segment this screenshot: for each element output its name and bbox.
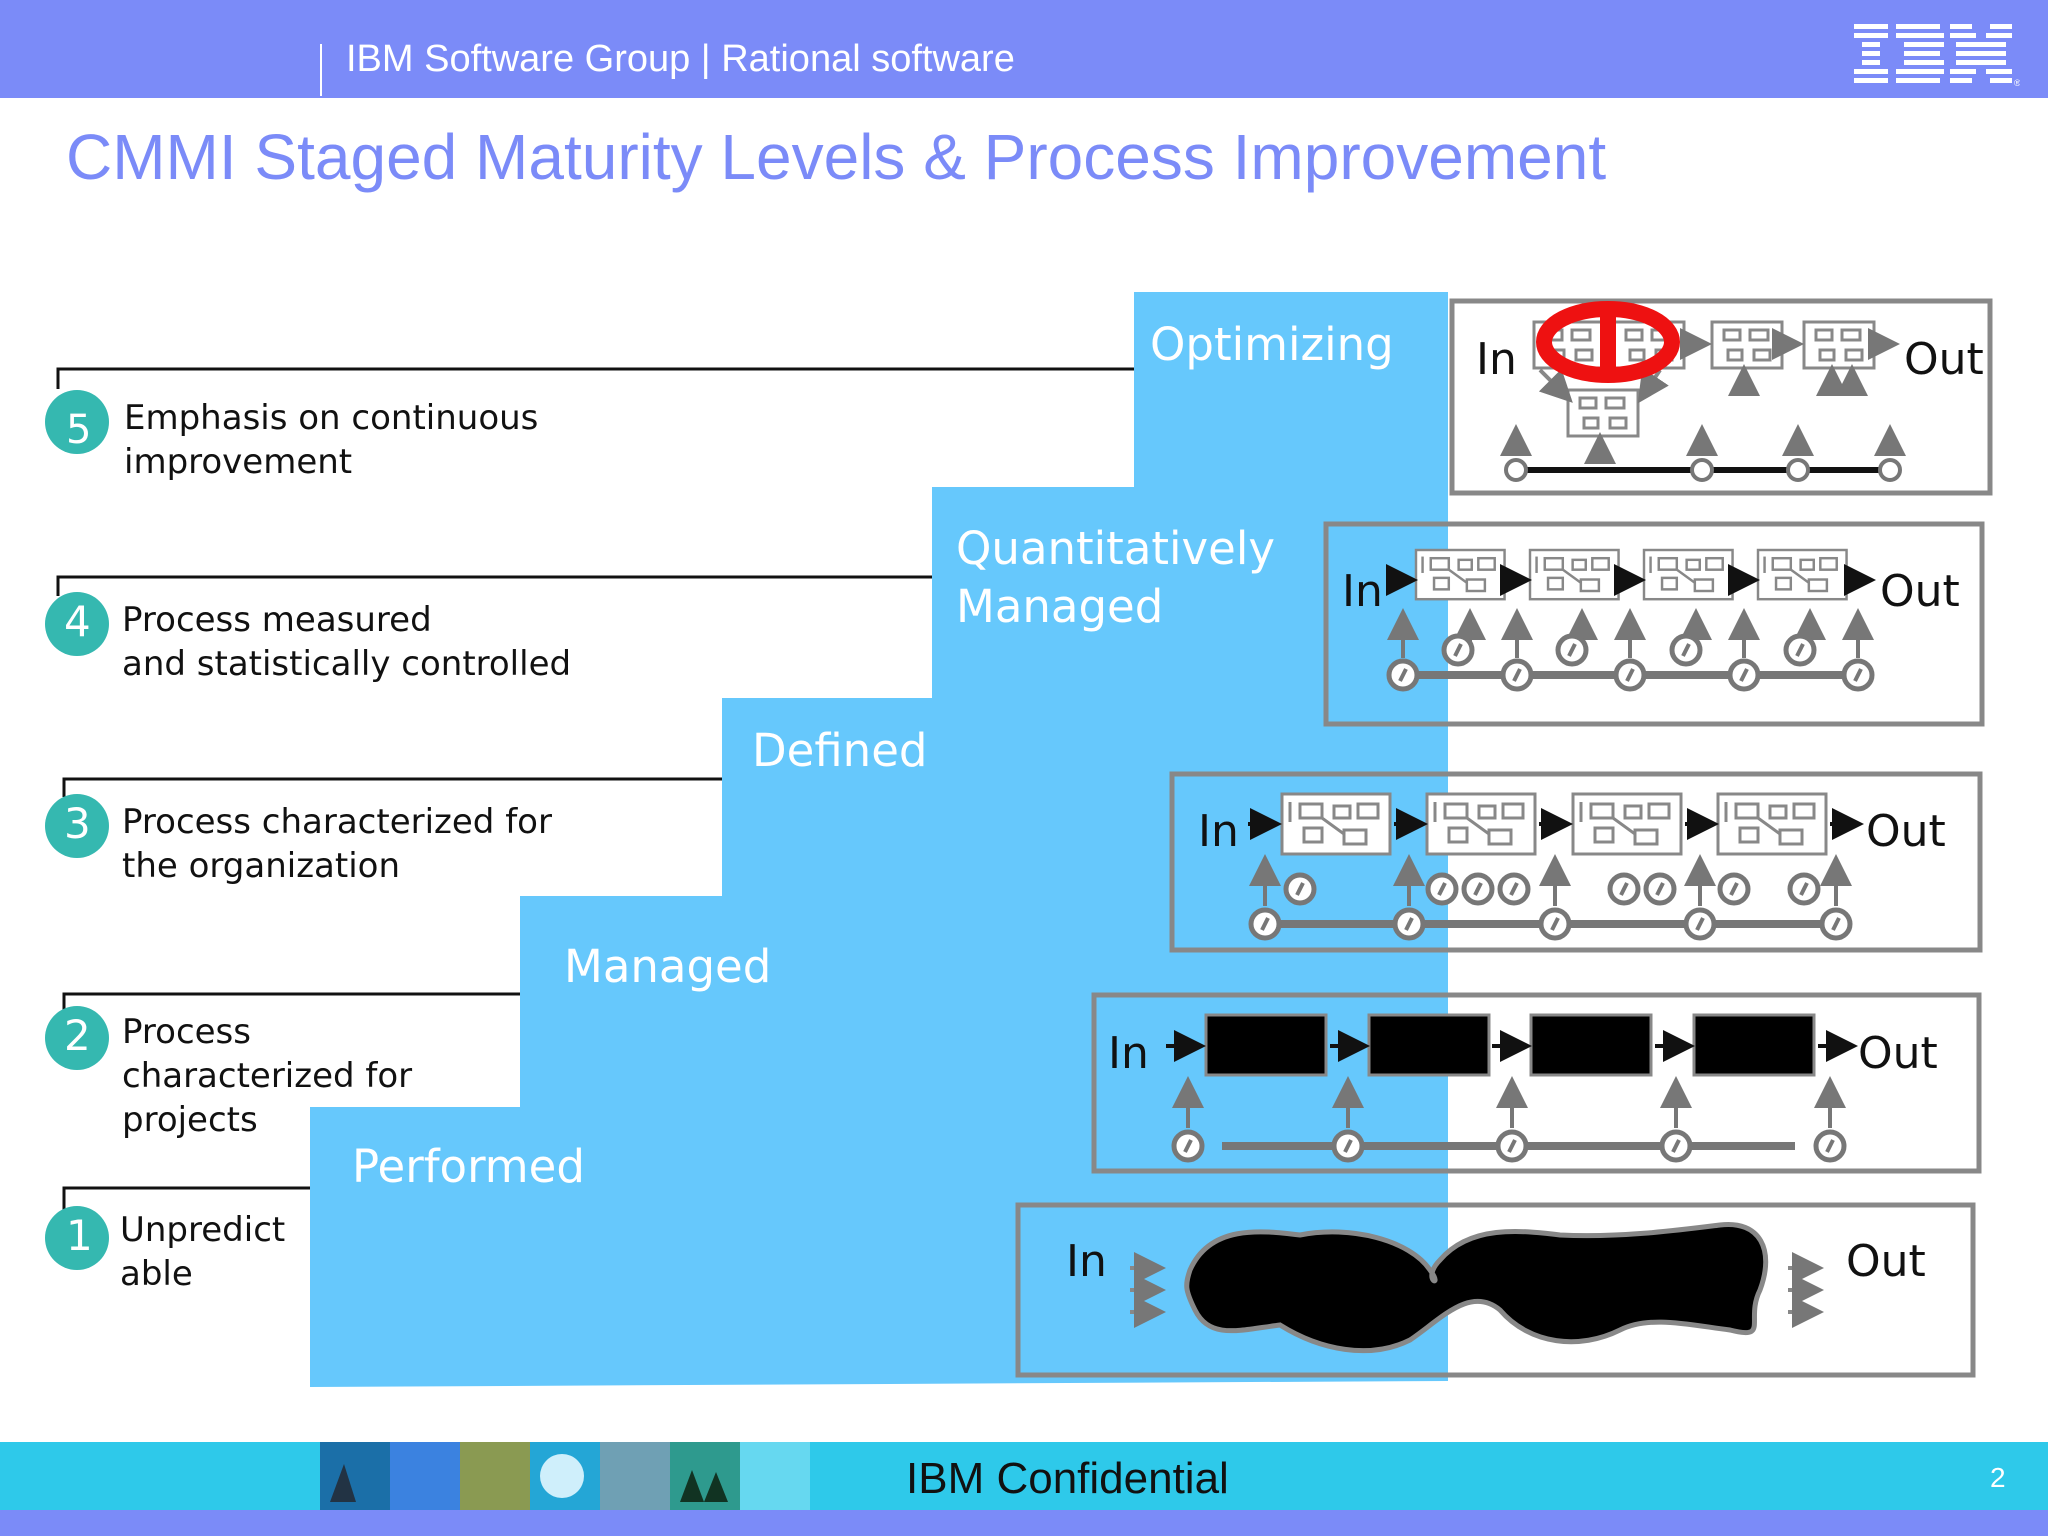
level-2-in-label: In xyxy=(1108,1028,1149,1079)
level-1-out-label: Out xyxy=(1846,1236,1926,1287)
level-4-number: 4 xyxy=(64,597,91,646)
level-2-line xyxy=(62,992,520,1011)
level-5-number: 5 xyxy=(66,407,92,453)
level-2-description: Process characterized for projects xyxy=(122,1010,412,1142)
header-divider xyxy=(320,44,322,96)
stair-managed: Managed xyxy=(564,940,772,993)
level-2-line1: Process xyxy=(122,1012,251,1052)
ibm-logo: ® xyxy=(1854,24,2020,88)
level-1-process-box xyxy=(1015,1202,1976,1378)
level-4-line xyxy=(56,575,932,596)
level-2-out-label: Out xyxy=(1858,1028,1938,1079)
level-1-badge xyxy=(45,1206,109,1270)
svg-text:®: ® xyxy=(2014,78,2020,88)
level-1-number: 1 xyxy=(66,1211,93,1260)
stair-optimizing: Optimizing xyxy=(1150,318,1394,371)
level-5-line2: improvement xyxy=(124,442,353,482)
level-4-in-label: In xyxy=(1342,566,1383,617)
level-3-line xyxy=(62,777,722,797)
stair-performed: Performed xyxy=(352,1140,585,1193)
level-3-number: 3 xyxy=(64,799,91,848)
level-5-description: Emphasis on continuous improvement xyxy=(124,396,538,484)
level-3-process-box xyxy=(1169,771,1983,953)
level-5-badge xyxy=(45,390,109,454)
level-4-process-box xyxy=(1323,521,1985,727)
page-title: CMMI Staged Maturity Levels & Process Im… xyxy=(66,121,1607,193)
footer-confidential: IBM Confidential xyxy=(906,1454,1229,1503)
level-5-in-label: In xyxy=(1476,334,1517,385)
level-5-process-box xyxy=(1449,298,1993,496)
header-bar xyxy=(0,0,2048,98)
level-2-process-box xyxy=(1091,992,1982,1174)
level-4-line1: Process measured xyxy=(122,600,432,640)
level-4-line2: and statistically controlled xyxy=(122,644,572,684)
level-1-in-label: In xyxy=(1066,1236,1107,1287)
stair-quantitatively-managed: Quantitatively Managed xyxy=(956,522,1275,633)
staircase xyxy=(310,292,1448,1387)
level-5-line1: Emphasis on continuous xyxy=(124,398,539,438)
level-4-description: Process measured and statistically contr… xyxy=(122,598,571,686)
level-3-out-label: Out xyxy=(1866,806,1946,857)
level-4-out-label: Out xyxy=(1880,566,1960,617)
header-group-text: IBM Software Group | Rational software xyxy=(346,38,1015,80)
page-number: 2 xyxy=(1990,1462,2006,1493)
level-2-badge xyxy=(45,1006,109,1070)
footer-bottom-band xyxy=(0,1510,2048,1536)
level-2-number: 2 xyxy=(64,1011,91,1060)
level-2-line2: characterized for xyxy=(122,1056,413,1096)
level-1-line2: able xyxy=(120,1254,193,1294)
level-3-line2: the organization xyxy=(122,846,401,886)
stair-defined: Defined xyxy=(752,724,928,777)
level-5-out-label: Out xyxy=(1904,334,1984,385)
level-5-line xyxy=(56,367,1134,389)
level-1-description: Unpredict able xyxy=(120,1208,285,1296)
level-1-line xyxy=(62,1186,310,1214)
level-3-badge xyxy=(45,794,109,858)
footer-image-strip xyxy=(320,1442,880,1510)
level-3-line1: Process characterized for xyxy=(122,802,552,842)
level-1-line1: Unpredict xyxy=(120,1210,286,1250)
level-3-in-label: In xyxy=(1198,806,1239,857)
prohibit-icon xyxy=(1536,301,1680,383)
level-3-description: Process characterized for the organizati… xyxy=(122,800,552,888)
level-2-line3: projects xyxy=(122,1100,258,1140)
level-4-badge xyxy=(45,592,109,656)
